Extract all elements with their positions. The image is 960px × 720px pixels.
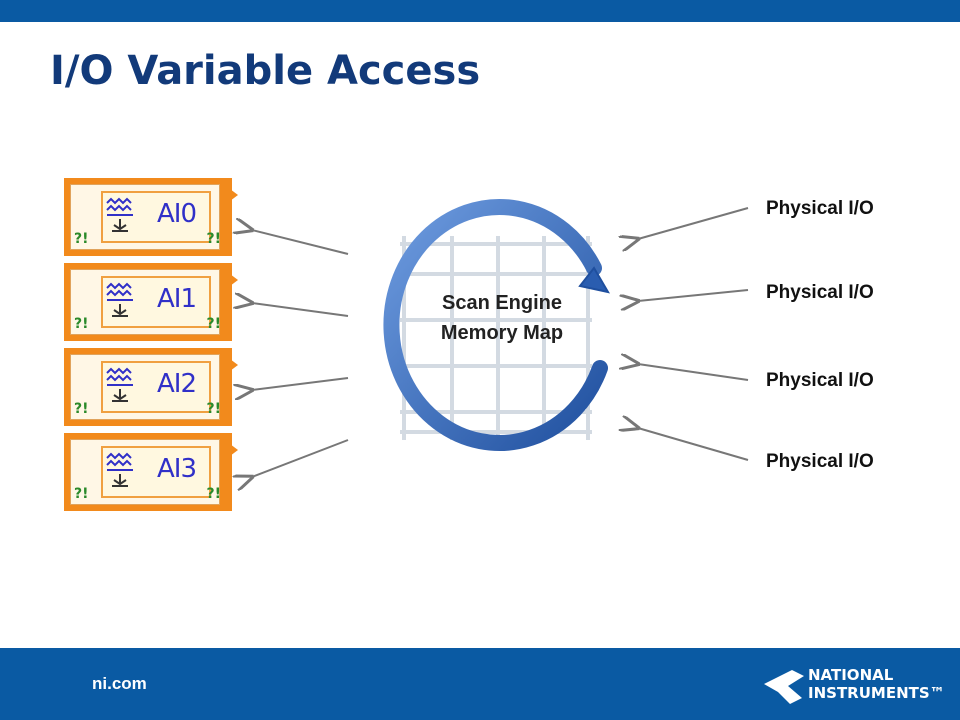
io-variable-node-ai2[interactable]: AI2 ?! ?! xyxy=(64,348,238,426)
channel-label: AI0 xyxy=(157,199,197,229)
read-arrows xyxy=(252,230,349,477)
warning-icon: ?! xyxy=(206,231,221,247)
footer-bar xyxy=(0,648,960,720)
physical-io-label: Physical I/O xyxy=(766,198,874,219)
io-variable-node-ai1[interactable]: AI1 ?! ?! xyxy=(64,263,238,341)
warning-icon: ?! xyxy=(74,486,89,502)
header-bar xyxy=(0,0,960,22)
channel-label: AI1 xyxy=(157,284,197,314)
output-terminal-icon xyxy=(226,186,238,204)
site-link[interactable]: ni.com xyxy=(92,674,147,693)
memory-map-label: Scan Engine Memory Map xyxy=(412,288,592,348)
output-terminal-icon xyxy=(226,271,238,289)
io-variable-node-ai0[interactable]: AI0 ?! ?! xyxy=(64,178,238,256)
waveform-icon xyxy=(106,282,133,317)
slide-title: I/O Variable Access xyxy=(50,48,481,94)
waveform-icon xyxy=(106,452,133,487)
write-arrows xyxy=(638,207,749,461)
warning-icon: ?! xyxy=(74,401,89,417)
physical-io-label: Physical I/O xyxy=(766,370,874,391)
physical-io-label: Physical I/O xyxy=(766,282,874,303)
channel-label: AI3 xyxy=(157,454,197,484)
brand-line2: INSTRUMENTS™ xyxy=(808,684,945,702)
warning-icon: ?! xyxy=(206,316,221,332)
warning-icon: ?! xyxy=(74,316,89,332)
warning-icon: ?! xyxy=(74,231,89,247)
physical-io-label: Physical I/O xyxy=(766,451,874,472)
cycle-arrow-icon xyxy=(383,198,608,451)
warning-icon: ?! xyxy=(206,401,221,417)
output-terminal-icon xyxy=(226,441,238,459)
output-terminal-icon xyxy=(226,356,238,374)
memory-map-grid xyxy=(400,236,592,440)
brand-line1: NATIONAL xyxy=(808,666,894,684)
waveform-icon xyxy=(106,197,133,232)
brand-logo: NATIONAL INSTRUMENTS™ xyxy=(808,666,945,702)
warning-icon: ?! xyxy=(206,486,221,502)
channel-label: AI2 xyxy=(157,369,197,399)
io-variable-nodes: AI0 ?! ?! AI1 ?! ?! xyxy=(64,178,238,518)
center-label-line1: Scan Engine xyxy=(441,292,563,314)
center-label-line2: Memory Map xyxy=(440,322,564,344)
waveform-icon xyxy=(106,367,133,402)
io-variable-node-ai3[interactable]: AI3 ?! ?! xyxy=(64,433,238,511)
eagle-logo-icon xyxy=(764,670,804,704)
